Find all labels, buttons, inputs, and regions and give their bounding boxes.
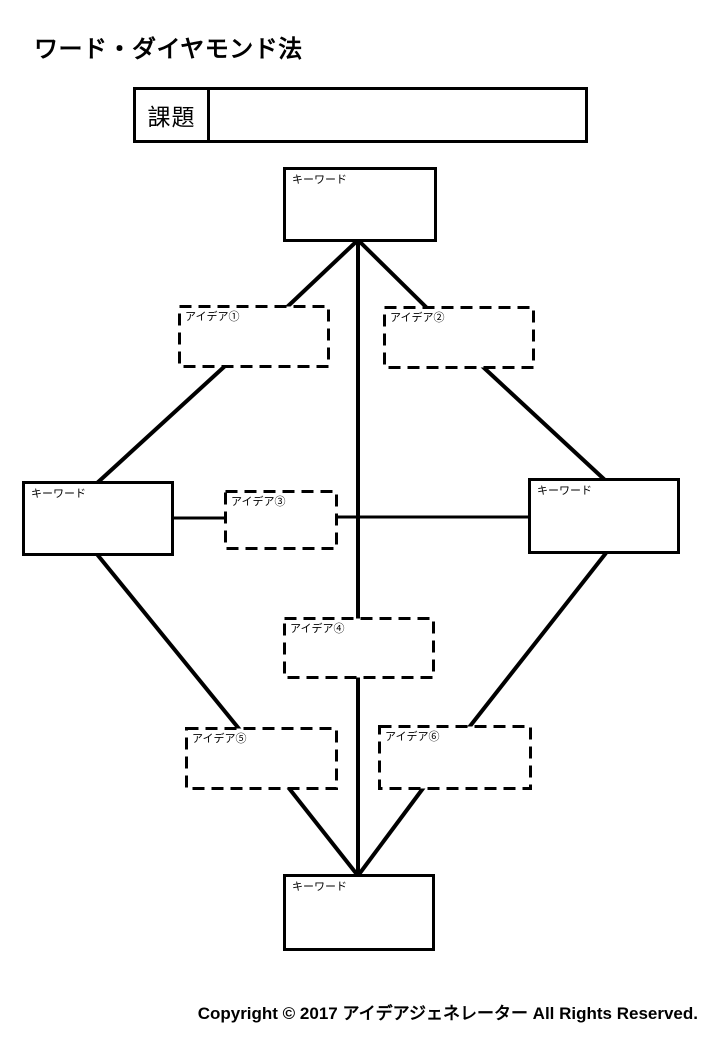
idea-box-5-label: アイデア⑤ — [192, 733, 247, 745]
task-row: 課題 — [133, 87, 588, 143]
idea-box-borders — [178, 305, 535, 790]
idea-box-6-border — [378, 725, 532, 790]
keyword-box-top[interactable]: キーワード — [283, 167, 437, 242]
task-label: 課題 — [136, 90, 210, 140]
copyright-text: Copyright © 2017 アイデアジェネレーター All Rights … — [197, 1004, 698, 1023]
idea-box-6[interactable]: アイデア⑥ — [378, 725, 532, 790]
idea-box-2[interactable]: アイデア② — [383, 306, 535, 369]
line-idea1-to-leftkw — [94, 364, 227, 486]
idea-box-1-border — [178, 305, 330, 368]
keyword-box-left-label: キーワード — [31, 488, 86, 500]
idea-box-4-border — [283, 617, 435, 679]
line-idea2-to-rightkw — [480, 364, 608, 483]
idea-box-3[interactable]: アイデア③ — [224, 490, 338, 550]
keyword-box-right[interactable]: キーワード — [528, 478, 680, 554]
line-topkw-to-idea1 — [283, 238, 360, 311]
idea-box-5-border — [185, 727, 338, 790]
keyword-box-right-label: キーワード — [537, 485, 592, 497]
line-idea5-to-bottomkw — [286, 785, 361, 879]
keyword-box-top-label: キーワード — [292, 174, 347, 186]
idea-box-4[interactable]: アイデア④ — [283, 617, 435, 679]
line-rightkw-to-idea6 — [465, 551, 608, 732]
page-title: ワード・ダイヤモンド法 — [34, 36, 303, 63]
idea-box-1[interactable]: アイデア① — [178, 305, 330, 368]
idea-box-3-label: アイデア③ — [231, 496, 286, 508]
connector-lines — [94, 238, 608, 879]
idea-box-2-border — [383, 306, 535, 369]
line-topkw-to-idea2 — [356, 238, 430, 311]
idea-box-4-label: アイデア④ — [290, 623, 345, 635]
idea-box-5[interactable]: アイデア⑤ — [185, 727, 338, 790]
keyword-box-left[interactable]: キーワード — [22, 481, 174, 556]
keyword-box-bottom-label: キーワード — [292, 881, 347, 893]
line-idea6-to-bottomkw — [355, 785, 426, 879]
idea-box-3-border — [224, 490, 338, 550]
line-leftkw-to-idea5 — [94, 551, 242, 732]
idea-box-1-label: アイデア① — [185, 311, 240, 323]
keyword-box-bottom[interactable]: キーワード — [283, 874, 435, 951]
idea-box-2-label: アイデア② — [390, 312, 445, 324]
idea-box-6-label: アイデア⑥ — [385, 731, 440, 743]
